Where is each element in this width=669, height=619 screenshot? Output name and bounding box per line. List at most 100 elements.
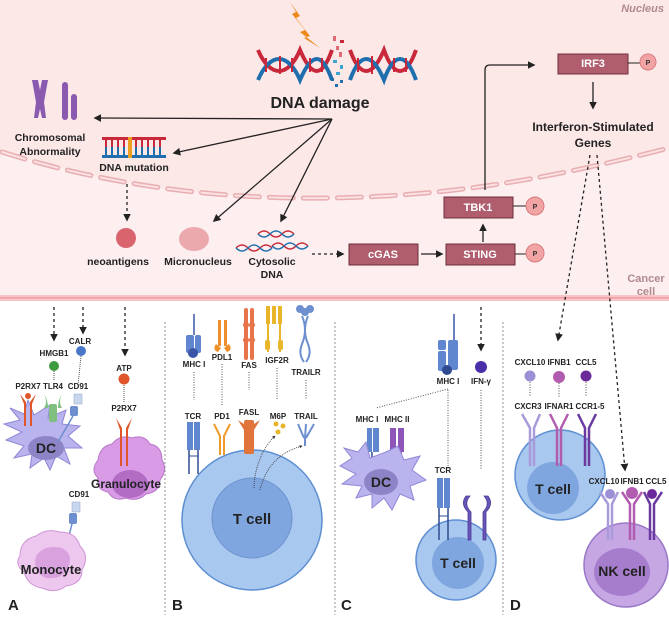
svg-text:P: P (646, 60, 651, 67)
tcr-b-icon (187, 422, 200, 474)
ifnb1-icon (553, 371, 565, 383)
nuclear-membrane (0, 145, 669, 201)
micronucleus-icon (179, 227, 209, 251)
dna-mutation-label: DNA mutation (99, 162, 169, 174)
nk-ifnb1-label: IFNB1 (620, 477, 644, 486)
igf2r-label: IGF2R (265, 356, 289, 365)
damage-arrows (93, 114, 333, 223)
cxcr3-label: CXCR3 (514, 402, 542, 411)
hmgb1-icon (49, 361, 59, 371)
tcr-c-icon (437, 478, 450, 540)
neoantigens-label: neoantigens (87, 256, 149, 268)
tbk1-to-irf3-arrow (484, 61, 536, 190)
svg-text:STING[interactable]: STING (463, 249, 497, 261)
cytoplasm-region (0, 0, 669, 296)
cxcl10-icon (524, 370, 536, 382)
tcell-b-label: T cell (233, 511, 271, 528)
cgas-node[interactable]: cGAS (348, 243, 419, 266)
fasl-label: FASL (239, 408, 260, 417)
dna-damage-label: DNA damage (271, 95, 370, 112)
fas-label: FAS (241, 361, 257, 370)
mhc1-icon (186, 314, 201, 358)
pd1-label: PD1 (214, 412, 230, 421)
tcell-c-nucleus (432, 537, 484, 589)
panel-c-letter: C (341, 597, 352, 614)
irf3-phospho-icon: P (639, 53, 657, 71)
cd91-mono-label: CD91 (69, 490, 90, 499)
igf2r-icon (265, 306, 283, 352)
hmgb1-label: HMGB1 (40, 349, 69, 358)
tcell-d-label: T cell (535, 481, 571, 497)
dc-label: DC (36, 440, 56, 456)
calr-icon (76, 346, 86, 356)
panel-d: CXCL10 IFNB1 CCL5 CXCR3 IFNAR1 CCR1-5 T … (510, 358, 669, 614)
cytosolic-dna-icon (235, 230, 309, 252)
isg-genes-label: Genes (575, 136, 612, 150)
tcell-c-label: T cell (440, 555, 476, 571)
svg-text:IRF3[interactable]: IRF3 (581, 58, 605, 70)
trailr-icon (296, 305, 314, 363)
trail-icon (297, 423, 315, 446)
dna-helix-icon-right (348, 44, 418, 86)
dc-mhc2-label: MHC II (385, 415, 410, 424)
trail-label: TRAIL (294, 412, 318, 421)
micronucleus-label: Micronucleus (164, 256, 232, 268)
dc-mhc1-label: MHC I (356, 415, 379, 424)
mhc1-c-icon (438, 314, 458, 375)
tcr-b-label: TCR (185, 412, 202, 421)
dc-nucleus (28, 436, 64, 460)
mhc1-c-label: MHC I (437, 377, 460, 386)
sting-node[interactable]: STING (445, 243, 516, 266)
cd91-dc-label: CD91 (68, 382, 89, 391)
panel-a: CALR HMGB1 ATP P2RX7 TLR4 CD91 DC (2, 307, 166, 614)
ccr15-receptor-icon (576, 413, 598, 466)
p2rx7-gran-label: P2RX7 (111, 404, 137, 413)
cxcr3-receptor-icon (520, 413, 542, 466)
radiation-bolt-icon (290, 2, 320, 48)
panel-b-letter: B (172, 597, 183, 614)
atp-icon (118, 373, 130, 385)
trailr-label: TRAILR (291, 368, 321, 377)
ifng-icon (475, 361, 487, 373)
cd91-receptor-icon (57, 393, 83, 443)
mhc1-b-label: MHC I (183, 360, 206, 369)
nk-ccl5-label: CCL5 (646, 477, 667, 486)
pdl1-icon (214, 320, 231, 352)
m6p-icon (273, 421, 286, 435)
cytosolic-dna-label: DNA (261, 269, 284, 281)
ifnar1-receptor-icon (548, 413, 570, 466)
abnormality-label: Abnormality (19, 146, 80, 158)
ccl5-icon (580, 370, 592, 382)
dna-helix-icon (256, 44, 334, 86)
atp-label: ATP (116, 364, 132, 373)
svg-text:TBK1[interactable]: TBK1 (464, 202, 493, 214)
panel-d-letter: D (510, 597, 521, 614)
tlr4-receptor-icon (44, 394, 62, 422)
nucleus-label: Nucleus (621, 3, 664, 15)
chromosome-icon (32, 80, 77, 120)
cancer-cell-label: Cancer (627, 273, 665, 285)
fas-icon (243, 308, 255, 360)
m6p-label: M6P (270, 412, 287, 421)
ifng-label: IFN-γ (471, 377, 492, 386)
tbk1-phospho-icon: P (525, 196, 545, 216)
tcell-b-nucleus (211, 477, 293, 559)
tbk1-node[interactable]: TBK1 (443, 196, 514, 219)
panel-a-letter: A (8, 597, 19, 614)
panel-dividers (164, 322, 504, 615)
pd1-icon (213, 423, 231, 455)
nk-cell-label: NK cell (598, 563, 645, 579)
monocyte-nucleus (35, 547, 70, 579)
ccl5-label: CCL5 (576, 358, 597, 367)
pdl1-label: PDL1 (212, 353, 233, 362)
granulocyte-label: Granulocyte (91, 477, 161, 491)
svg-text:cGAS[interactable]: cGAS (368, 249, 398, 261)
p2rx7-gran-receptor-icon (116, 418, 132, 466)
irf3-node[interactable]: IRF3 (557, 53, 629, 75)
neoantigen-icon (116, 228, 136, 248)
ifnb1-label: IFNB1 (547, 358, 571, 367)
isg-to-nk-arrow (596, 154, 629, 472)
dna-mutation-icon (102, 137, 166, 158)
svg-text:P: P (533, 204, 538, 211)
